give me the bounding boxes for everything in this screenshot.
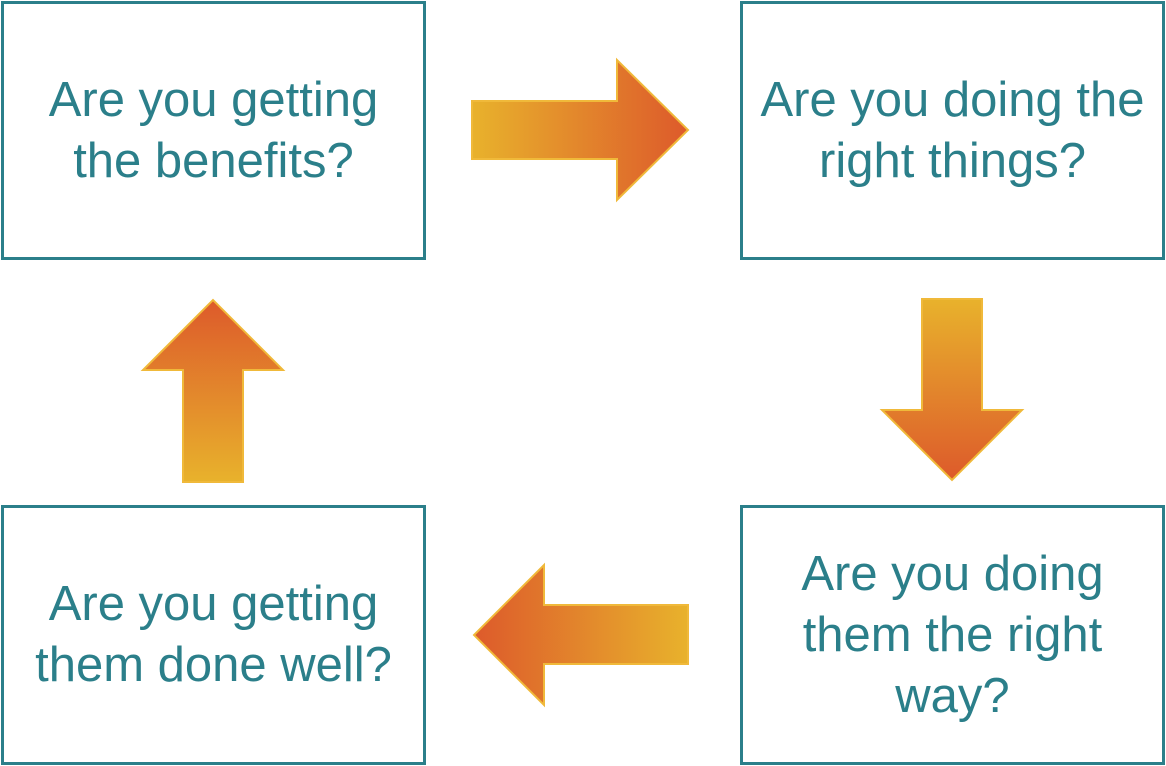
box-getting-benefits: Are you getting the benefits? [1,1,426,260]
box-doing-right-way-text: Are you doing them the right way? [801,546,1104,723]
box-getting-done-well-text: Are you getting them done well? [35,577,392,692]
box-getting-benefits-text: Are you getting the benefits? [48,72,379,188]
box-doing-right-way: Are you doing them the right way? [740,505,1165,765]
box-doing-right-things: Are you doing the right things? [740,1,1165,260]
arrow-right-icon [471,57,690,203]
arrow-up-icon [140,298,286,483]
arrow-left-icon [472,562,689,708]
box-getting-done-well: Are you getting them done well? [1,505,426,765]
arrow-down-icon [879,298,1025,482]
box-doing-right-things-text: Are you doing the right things? [760,72,1145,188]
